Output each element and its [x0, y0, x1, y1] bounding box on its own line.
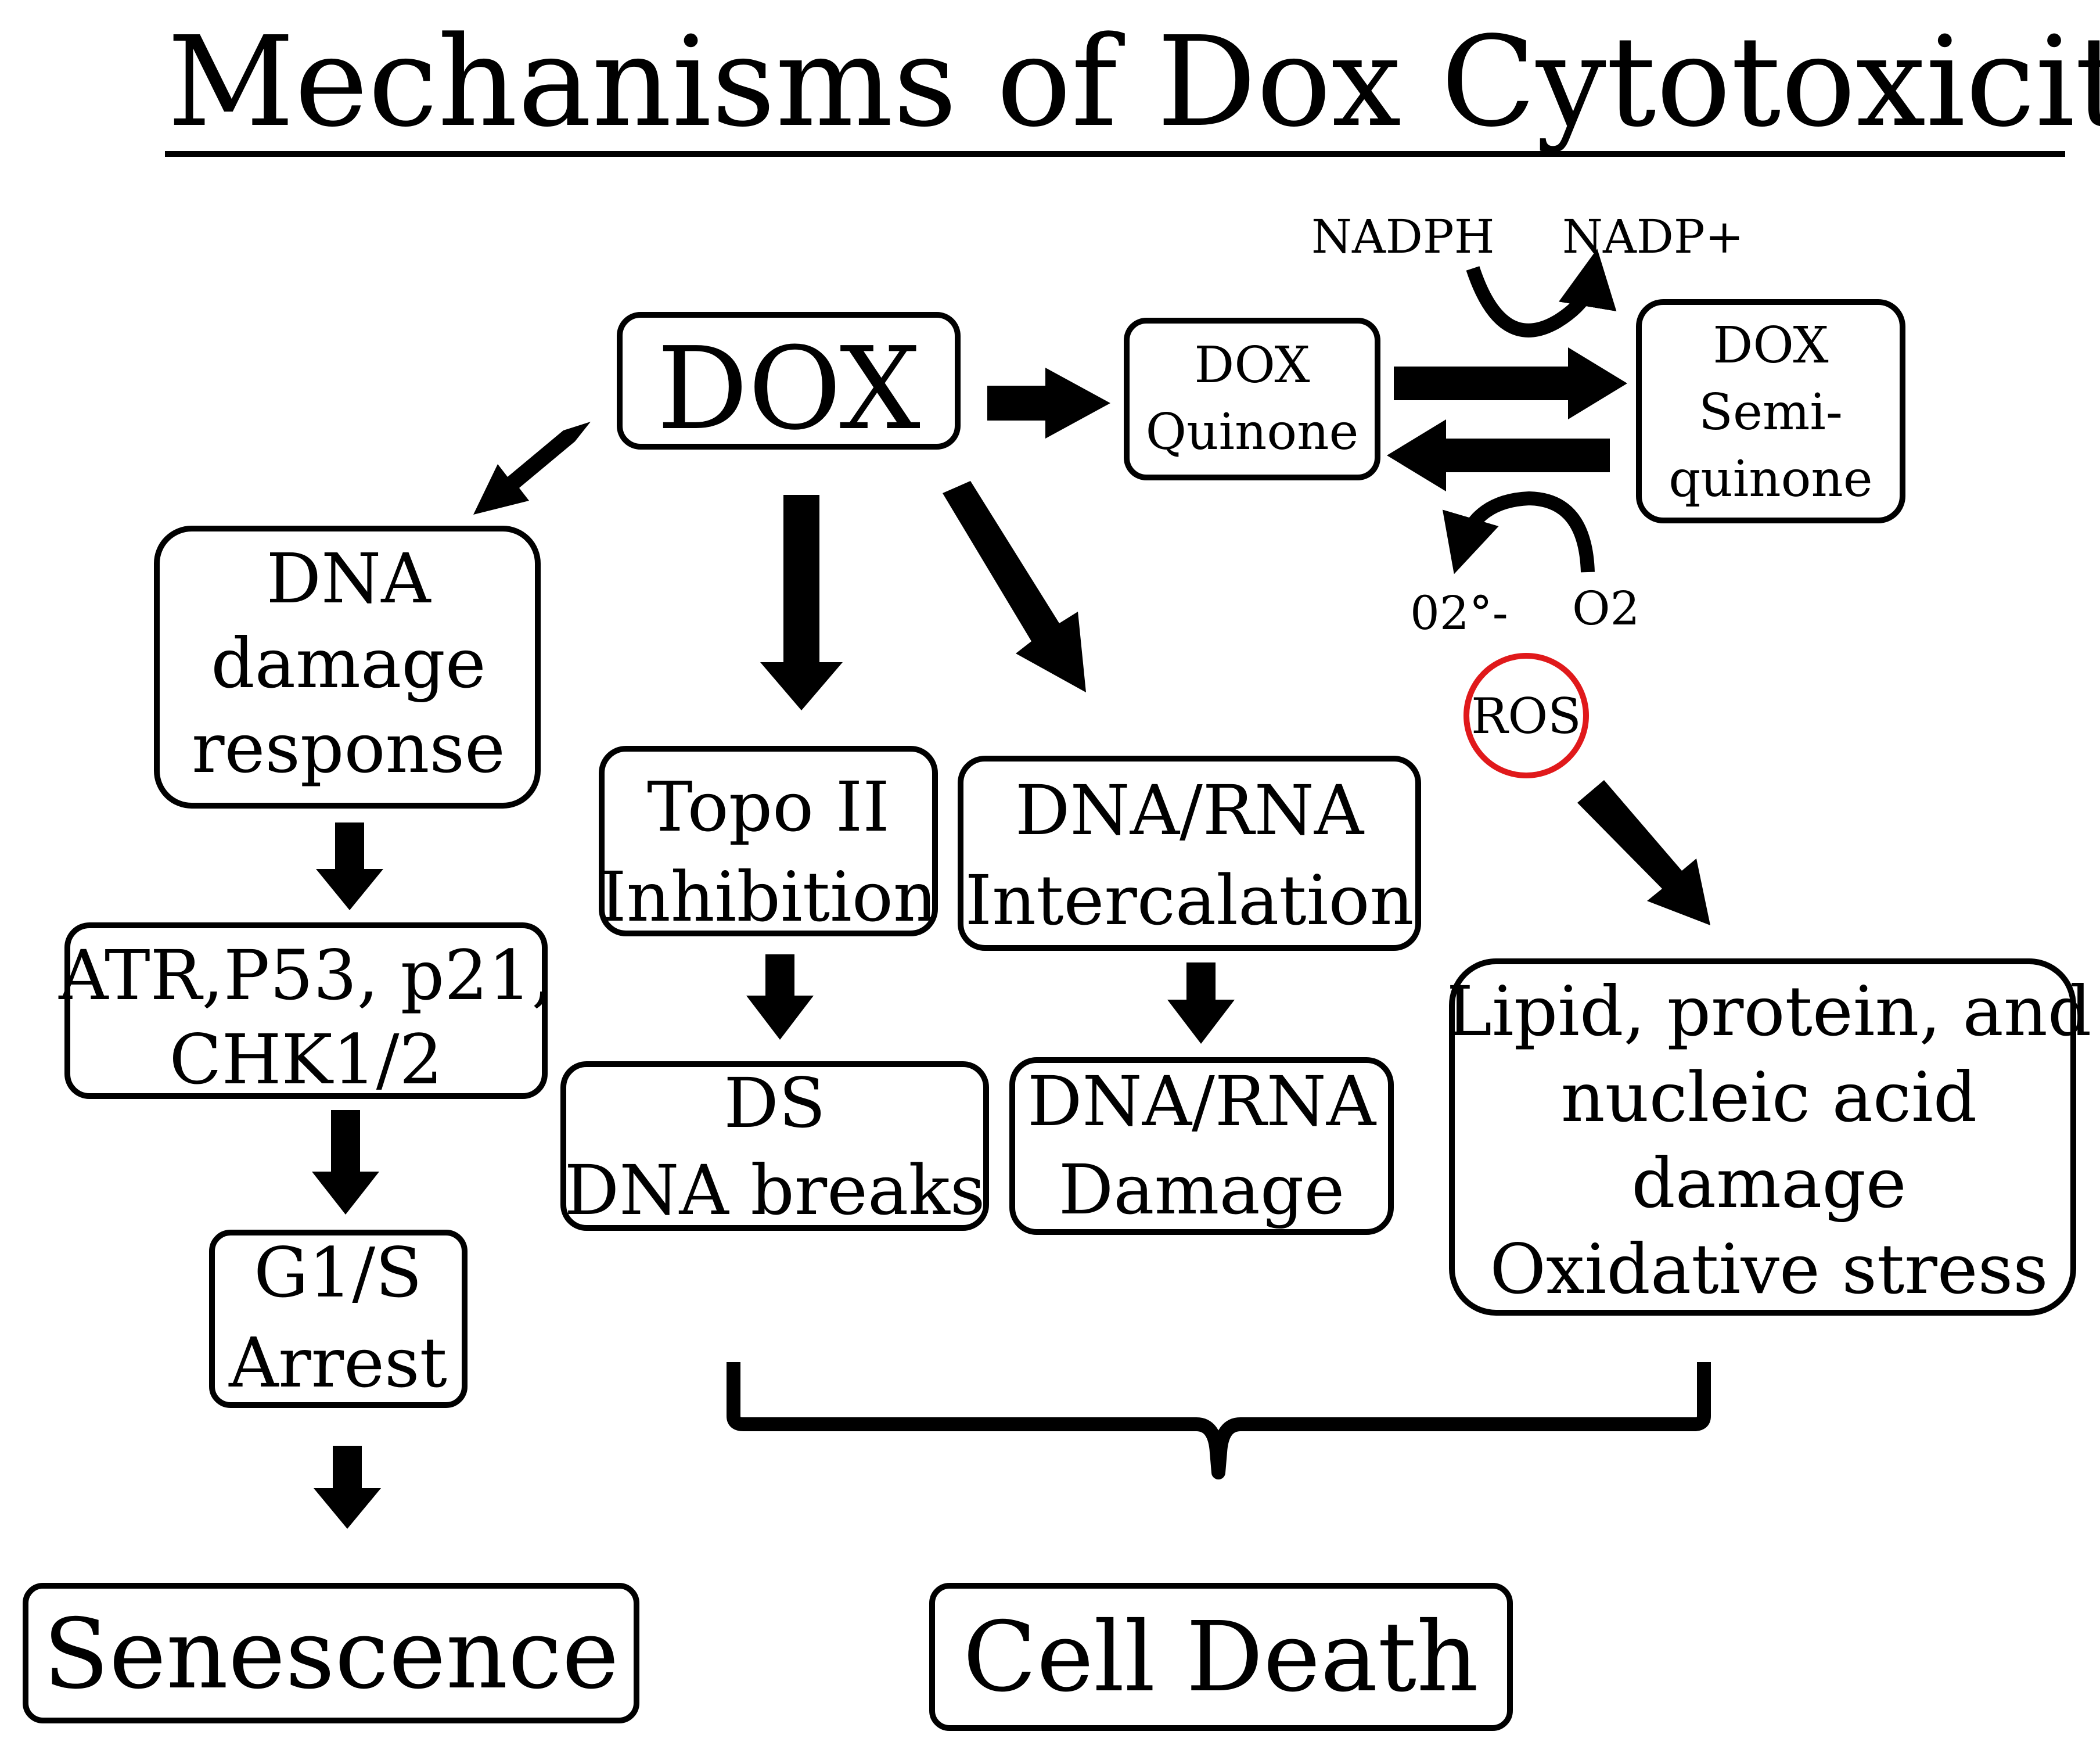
dox-semiquinone-line-1: DOX — [1713, 317, 1828, 375]
intercalation-line-1: DNA/RNA — [1015, 770, 1365, 850]
arrow-dox-to-intercalation — [943, 481, 1086, 692]
lipid-line-1: Lipid, protein, and — [1447, 971, 2092, 1051]
lipid-line-3: damage — [1631, 1143, 1907, 1223]
dnarna-damage-line-1: DNA/RNA — [1027, 1061, 1377, 1141]
arrow-topo-to-ds — [746, 954, 814, 1040]
arrow-intercalation-to-damage — [1167, 962, 1235, 1044]
ros-ring — [1463, 653, 1589, 778]
topo-line-2: Inhibition — [599, 857, 937, 937]
node-dox-semiquinone: DOX Semi-quinone — [1636, 299, 1905, 523]
dnarna-damage-line-2: Damage — [1059, 1150, 1345, 1230]
nadp-plus-label: NADP+ — [1562, 210, 1744, 264]
node-dna-rna-damage: DNA/RNA Damage — [1009, 1057, 1394, 1235]
node-cell-death: Cell Death — [929, 1583, 1513, 1731]
node-ros: ROS — [1463, 653, 1589, 778]
node-senescence: Senescence — [23, 1583, 639, 1723]
o2-label: O2 — [1572, 581, 1639, 635]
g1s-line-1: G1/S — [254, 1233, 422, 1313]
ddr-line-2: damage — [211, 623, 486, 703]
ddr-line-1: DNA — [266, 538, 431, 619]
node-g1s-arrest: G1/S Arrest — [209, 1230, 468, 1408]
atr-line-1: ATR,P53, p21, — [58, 935, 553, 1015]
ds-line-1: DS — [724, 1063, 825, 1143]
curved-arrow-nadph-nadp — [1466, 249, 1617, 337]
lipid-line-2: nucleic acid — [1561, 1057, 1977, 1137]
dox-semiquinone-line-3: quinone — [1669, 450, 1872, 508]
arrow-dox-to-topo — [760, 495, 843, 710]
node-dox: DOX — [617, 312, 961, 455]
dox-semiquinone-line-2: Semi- — [1699, 383, 1843, 441]
node-topo-ii-inhibition: Topo II Inhibition — [599, 746, 938, 937]
arrow-dox-to-ddr — [473, 422, 591, 515]
g1s-line-2: Arrest — [228, 1323, 447, 1403]
nadph-label: NADPH — [1311, 210, 1495, 264]
ds-line-2: DNA breaks — [564, 1150, 986, 1230]
lipid-line-4: Oxidative stress — [1490, 1229, 2048, 1309]
curved-arrow-o2-superoxide — [1442, 491, 1595, 574]
topo-line-1: Topo II — [647, 767, 890, 847]
diagram-title: Mechanisms of Dox Cytotoxicity — [167, 10, 2100, 155]
senescence-label: Senescence — [43, 1599, 619, 1711]
arrow-g1s-to-senescence — [314, 1446, 381, 1529]
node-dox-quinone: DOX Quinone — [1124, 318, 1380, 480]
node-dna-rna-intercalation: DNA/RNA Intercalation — [958, 756, 1421, 951]
arrow-semiquinone-to-quinone — [1387, 419, 1610, 491]
atr-line-2: CHK1/2 — [169, 1019, 443, 1100]
cell-death-brace — [727, 1362, 1711, 1479]
arrow-ddr-to-atr — [316, 822, 383, 910]
arrow-dox-to-quinone — [987, 368, 1110, 439]
ddr-line-3: response — [192, 708, 505, 788]
arrow-quinone-to-semiquinone — [1394, 347, 1627, 419]
o2-radical-label: 02°- — [1410, 586, 1508, 640]
ros-label: ROS — [1471, 688, 1581, 745]
dox-quinone-line-2: Quinone — [1146, 403, 1359, 461]
arrow-atr-to-g1s — [312, 1110, 379, 1215]
dox-label: DOX — [657, 323, 920, 455]
node-atr-p53: ATR,P53, p21,CHK1/2 — [58, 922, 553, 1100]
arrow-ros-to-lipid — [1577, 780, 1710, 925]
dox-quinone-line-1: DOX — [1194, 336, 1310, 394]
cell-death-label: Cell Death — [963, 1601, 1479, 1714]
intercalation-line-2: Intercalation — [965, 860, 1414, 940]
